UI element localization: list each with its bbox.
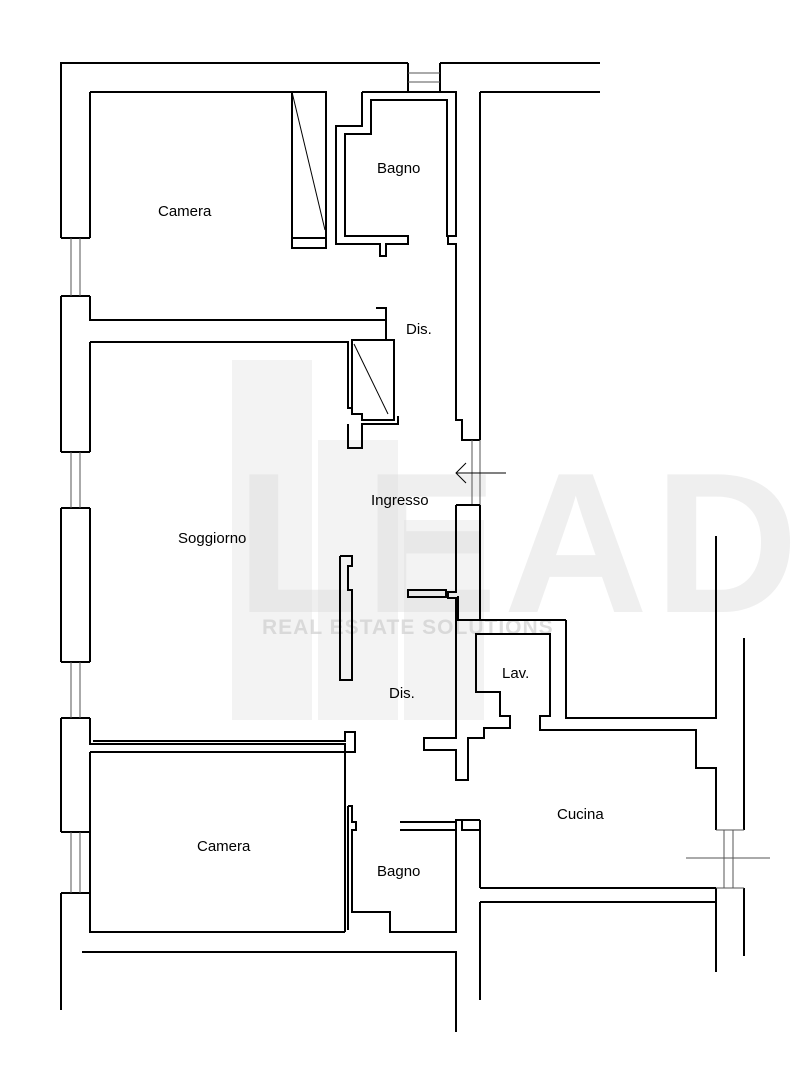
bagno-top-walls [335,91,480,441]
corridor-east-wall [457,91,600,621]
room-label-camera-top: Camera [158,203,212,220]
storage-closet [347,307,399,449]
room-label-dis-bottom: Dis. [389,685,415,702]
entry-arrow [455,462,506,484]
central-door-stub [407,589,447,598]
room-label-camera-bottom: Camera [197,838,251,855]
room-label-cucina: Cucina [557,806,604,823]
soggiorno-north-wall [90,341,352,409]
room-label-lav: Lav. [502,665,529,682]
camera-bottom-walls [89,751,457,933]
room-label-soggiorno: Soggiorno [178,530,246,547]
central-partition [339,555,353,681]
outer-wall-west [60,62,600,1010]
ingresso-east-walls [423,504,717,830]
room-label-bagno-top: Bagno [377,160,420,177]
camera-top-walls [90,91,327,249]
watermark-logo-text: LEAD [236,432,799,655]
west-wall-piers [61,237,90,894]
room-label-dis-top: Dis. [406,321,432,338]
top-window [407,63,441,92]
room-label-ingresso: Ingresso [371,492,429,509]
south-east-walls [479,901,717,1000]
cucina-window [686,829,770,889]
storage-closet-diag [353,343,389,415]
room-label-bagno-bottom: Bagno [377,863,420,880]
wardrobe-top [291,91,326,231]
west-windows [70,238,81,893]
south-outer-wall [82,951,457,1032]
